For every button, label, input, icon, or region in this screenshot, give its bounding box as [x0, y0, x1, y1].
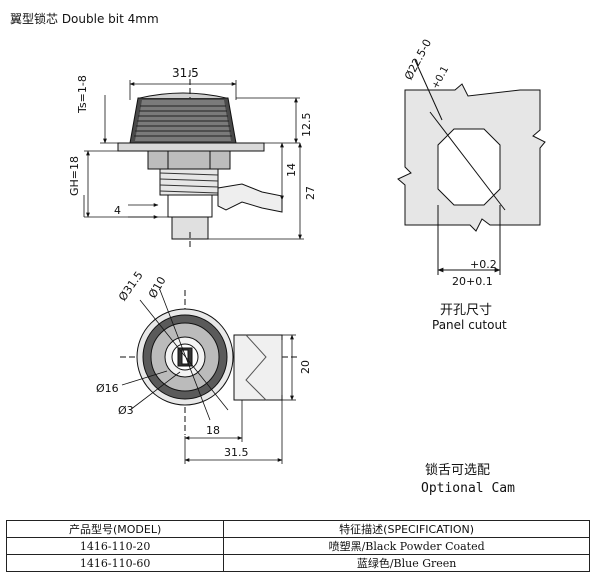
front-dimensions	[121, 289, 296, 464]
threaded-shaft	[159, 168, 219, 196]
table-row: 1416-110-60 蓝绿色/Blue Green	[5, 554, 590, 572]
front-view	[120, 290, 300, 435]
cam-block	[233, 334, 283, 401]
spec-table: 产品型号(MODEL) 特征描述(SPECIFICATION) 1416-110…	[5, 520, 590, 572]
dim-d16-label: Ø16	[96, 382, 119, 395]
column-header-spec: 特征描述(SPECIFICATION)	[223, 520, 590, 538]
spec-cell: 喷塑黑/Black Powder Coated	[223, 537, 590, 555]
cutout-width-label: 20+0.1	[452, 275, 493, 288]
technical-drawing	[83, 59, 546, 464]
dim-315-label: 31.5	[224, 446, 249, 459]
cutout-caption-en: Panel cutout	[432, 318, 507, 332]
dim-18-label: 18	[206, 424, 220, 437]
dim-14-label: 14	[285, 163, 298, 177]
shaft-end	[171, 216, 209, 240]
cutout-hole	[437, 128, 501, 206]
dim-width-label: 31.5	[172, 66, 199, 80]
shaft-washer	[167, 194, 213, 218]
hex-nut	[147, 150, 231, 170]
dim-4-label: 4	[114, 204, 121, 217]
side-dimensions	[83, 80, 304, 240]
table-row: 1416-110-20 喷塑黑/Black Powder Coated	[5, 537, 590, 555]
panel-cutout	[397, 59, 546, 275]
panel-flange	[117, 142, 265, 152]
table-header-row: 产品型号(MODEL) 特征描述(SPECIFICATION)	[5, 520, 590, 538]
column-header-model: 产品型号(MODEL)	[5, 520, 225, 538]
cutout-width-tol-label: +0.2	[470, 258, 497, 271]
dim-gh-label: GH=18	[68, 155, 81, 196]
model-cell: 1416-110-20	[5, 537, 225, 555]
side-view	[117, 70, 283, 248]
cam	[217, 183, 283, 213]
cam-caption-cn: 锁舌可选配	[425, 463, 491, 478]
dim-height-label: 12.5	[300, 112, 313, 138]
dim-ts-label: Ts=1-8	[76, 75, 89, 113]
cam-caption-en: Optional Cam	[421, 481, 515, 496]
cutout-caption-cn: 开孔尺寸	[440, 303, 493, 318]
dim-20-label: 20	[299, 360, 312, 374]
model-cell: 1416-110-60	[5, 554, 225, 572]
spec-cell: 蓝绿色/Blue Green	[223, 554, 590, 572]
knob-body	[129, 92, 237, 144]
page-title: 翼型锁芯 Double bit 4mm	[10, 12, 159, 26]
dim-27-label: 27	[304, 186, 317, 200]
dim-d3-label: Ø3	[118, 404, 134, 417]
